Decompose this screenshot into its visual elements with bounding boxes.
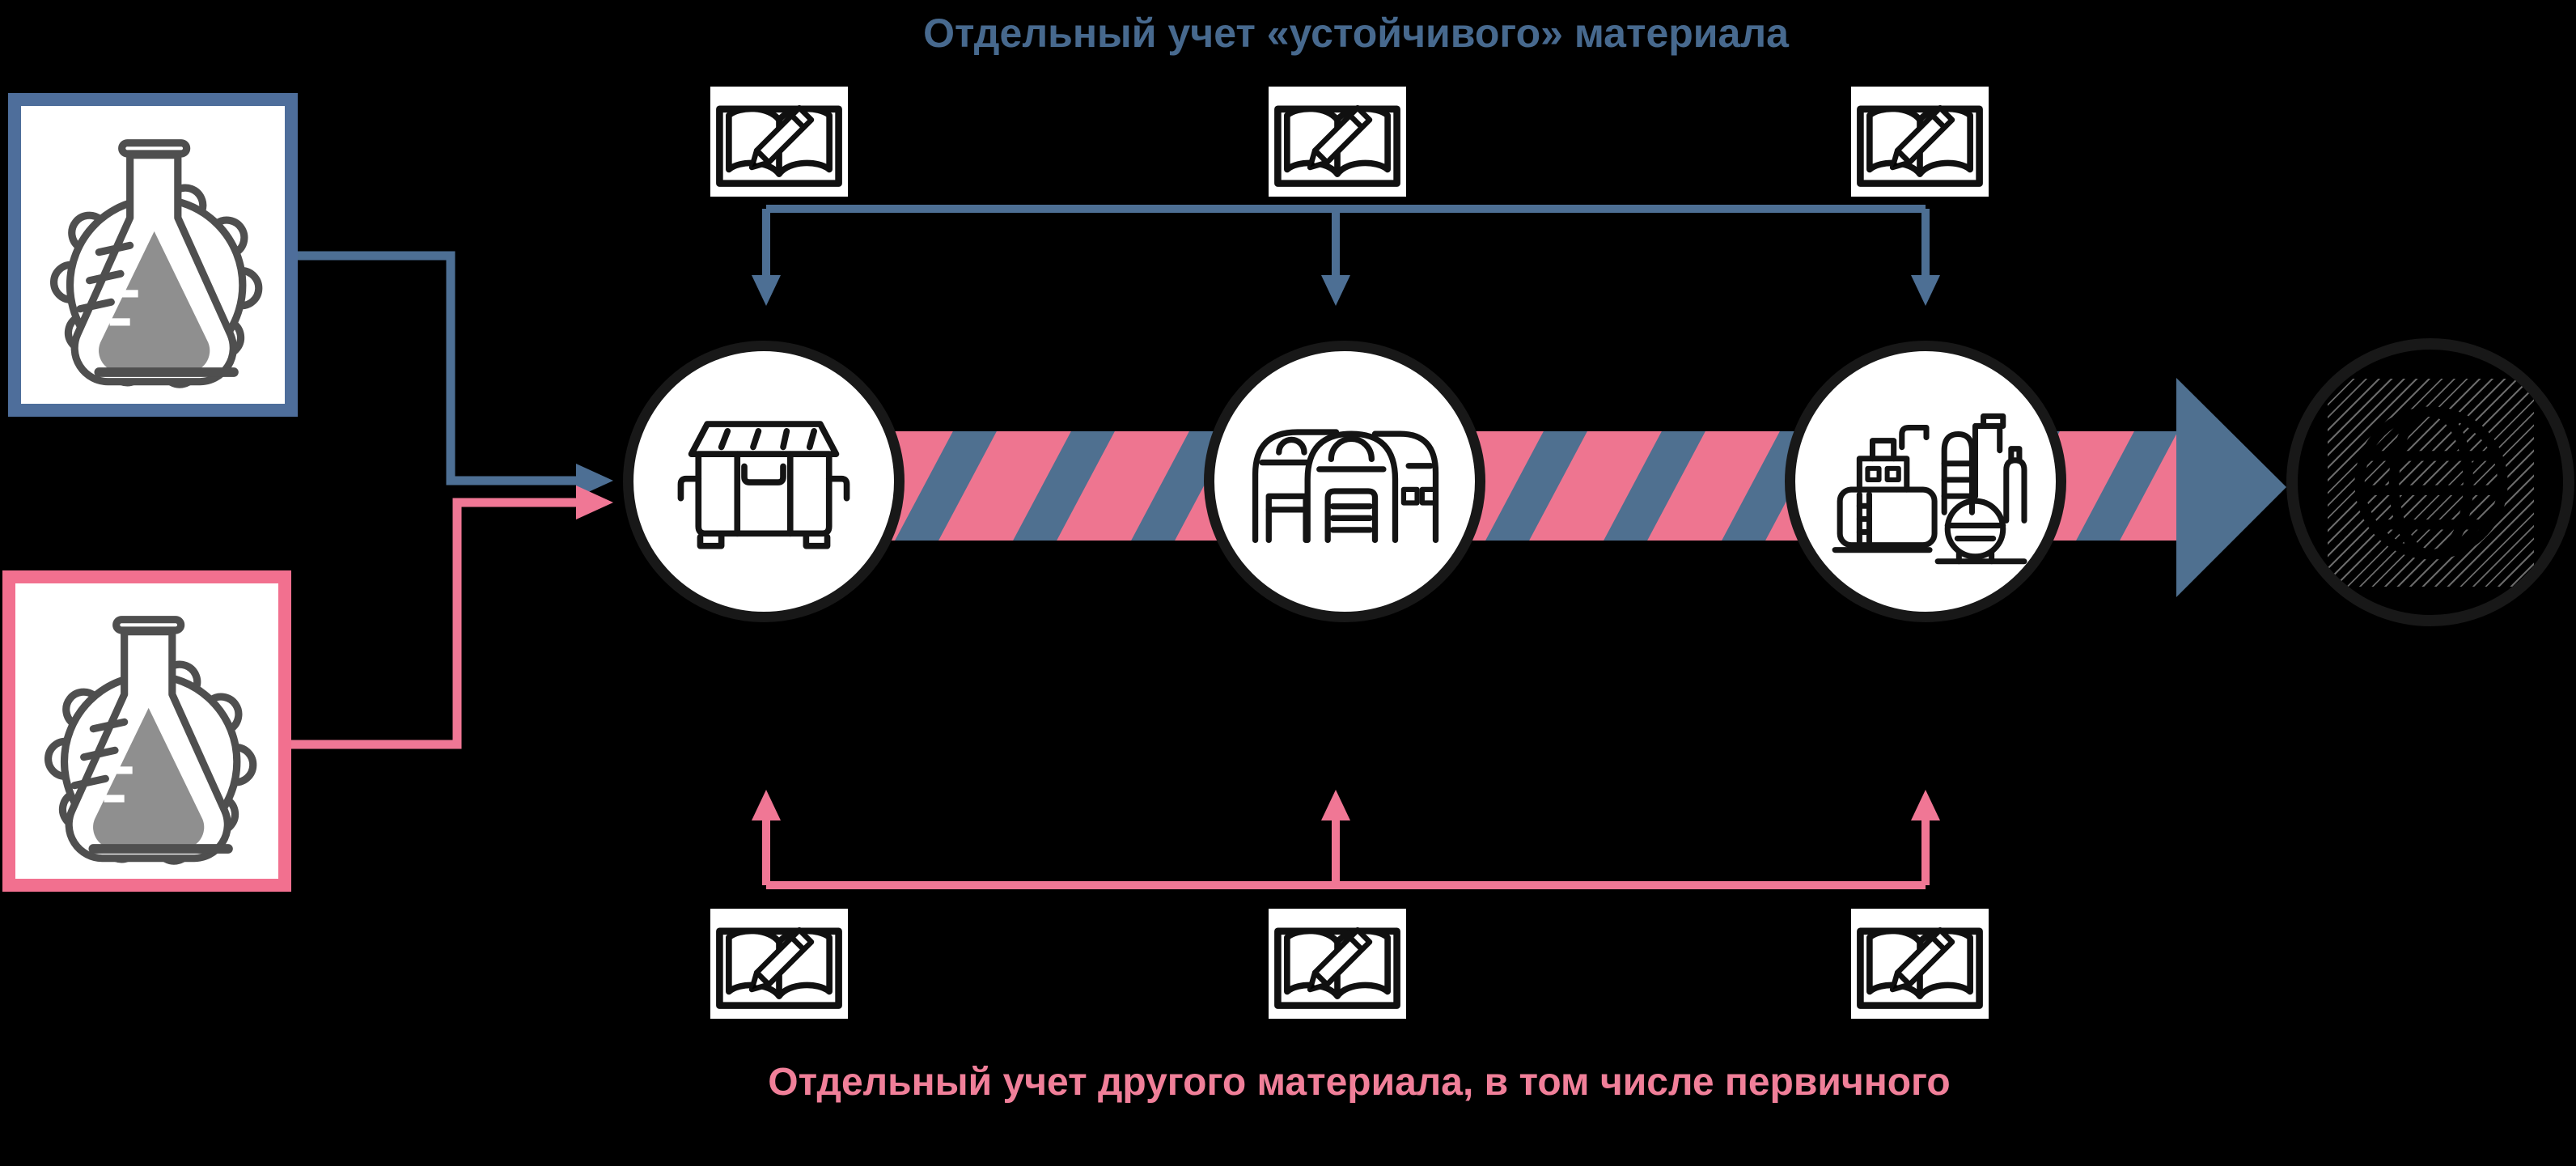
warehouse-icon: [1244, 412, 1446, 551]
destination-circle: [2286, 338, 2574, 626]
ledger-top-1: [710, 87, 848, 197]
open-book-pencil-icon: [713, 89, 845, 194]
collection-stage-circle: [623, 341, 905, 622]
sustainable-material-source-box: [8, 93, 298, 417]
factory-icon: [1824, 398, 2027, 566]
open-book-pencil-icon: [713, 911, 845, 1016]
flask-gear-icon: [26, 594, 269, 869]
ledger-bottom-3: [1851, 909, 1989, 1019]
flask: [65, 615, 233, 862]
storage-stage-circle: [1204, 341, 1485, 622]
other-material-accounting-title: Отдельный учет другого материала, в том …: [768, 1061, 1951, 1104]
open-book-pencil-icon: [1854, 911, 1986, 1016]
ledger-bottom-2: [1269, 909, 1406, 1019]
dumpster-icon: [667, 397, 861, 566]
globe-sketch-icon: [2328, 379, 2534, 587]
flask-gear-icon: [32, 117, 274, 392]
open-book-pencil-icon: [1271, 911, 1404, 1016]
flask: [70, 139, 239, 386]
top-ledger-rail: [752, 205, 1940, 306]
ledger-top-2: [1269, 87, 1406, 197]
sustainable-material-accounting-title: Отдельный учет «устойчивого» материала: [923, 11, 1789, 56]
open-book-pencil-icon: [1854, 89, 1986, 194]
other-material-source-box: [2, 570, 291, 892]
ledger-bottom-1: [710, 909, 848, 1019]
flow-arrowhead: [2176, 378, 2286, 597]
sustainable-source-arrow: [298, 251, 613, 498]
ledger-top-3: [1851, 87, 1989, 197]
processing-stage-circle: [1785, 341, 2066, 622]
open-book-pencil-icon: [1271, 89, 1404, 194]
bottom-ledger-rail: [752, 790, 1940, 889]
other-source-arrow: [291, 485, 613, 749]
